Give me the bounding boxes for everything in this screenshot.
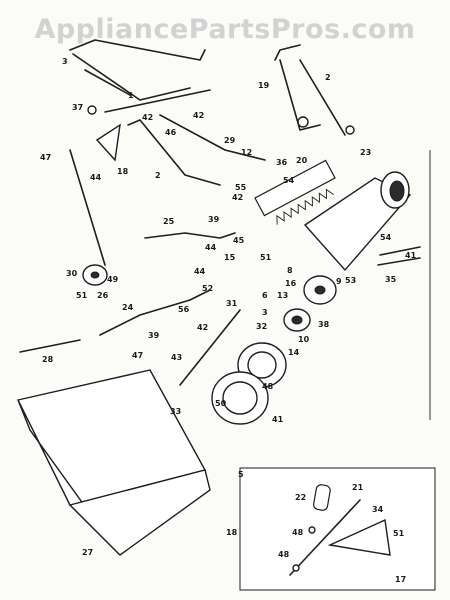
- label-10: 10: [298, 335, 310, 344]
- rod-28: [19, 339, 81, 353]
- label-33: 33: [170, 407, 181, 416]
- label-48b: 48: [292, 528, 304, 537]
- bracket-54: [379, 246, 421, 256]
- label-16: 16: [285, 279, 297, 288]
- label-20: 20: [296, 156, 308, 165]
- label-8: 8: [287, 266, 293, 275]
- label-19: 19: [258, 81, 270, 90]
- label-32: 32: [256, 322, 267, 331]
- label-48c: 48: [278, 550, 290, 559]
- label-52: 52: [202, 284, 213, 293]
- label-25: 25: [163, 217, 175, 226]
- label-35: 35: [385, 275, 397, 284]
- label-15: 15: [224, 253, 236, 262]
- label-3b: 3: [262, 308, 268, 317]
- label-24: 24: [122, 303, 134, 312]
- label-53: 53: [345, 276, 356, 285]
- label-37: 37: [72, 103, 83, 112]
- rod-31: [179, 309, 241, 386]
- label-14: 14: [288, 348, 300, 357]
- lower-handle-18: [69, 149, 106, 266]
- label-13: 13: [277, 291, 288, 300]
- label-3: 3: [62, 57, 68, 66]
- label-42: 42: [142, 113, 153, 122]
- upper-handle-left: [69, 39, 206, 101]
- wheels: [211, 342, 287, 425]
- label-48: 48: [262, 382, 274, 391]
- brush-20: [254, 159, 336, 225]
- label-5: 5: [238, 470, 244, 479]
- label-44b: 44: [205, 243, 217, 252]
- wheel-hub-assembly: [283, 275, 337, 332]
- label-9: 9: [336, 277, 342, 286]
- label-39b: 39: [208, 215, 220, 224]
- label-44: 44: [90, 173, 102, 182]
- label-2: 2: [325, 73, 331, 82]
- label-31: 31: [226, 299, 238, 308]
- label-42b: 42: [193, 111, 204, 120]
- label-42c: 42: [232, 193, 243, 202]
- label-17: 17: [395, 575, 406, 584]
- label-45: 45: [233, 236, 245, 245]
- label-29: 29: [224, 136, 236, 145]
- label-51: 51: [76, 291, 88, 300]
- label-34: 34: [372, 505, 384, 514]
- label-38: 38: [318, 320, 330, 329]
- label-26: 26: [97, 291, 109, 300]
- label-44c: 44: [194, 267, 206, 276]
- label-18: 18: [117, 167, 129, 176]
- label-41: 41: [272, 415, 284, 424]
- reel-housing-23: [303, 171, 412, 272]
- label-42d: 42: [197, 323, 208, 332]
- inset-detail-box: [239, 467, 436, 591]
- label-54: 54: [283, 176, 295, 185]
- label-49: 49: [107, 275, 119, 284]
- handle-brace: [104, 89, 211, 113]
- label-6: 6: [262, 291, 268, 300]
- nut-37: [87, 105, 97, 115]
- label-43: 43: [171, 353, 182, 362]
- label-46: 46: [165, 128, 177, 137]
- grass-catcher-27: [16, 369, 211, 556]
- label-51b: 51: [260, 253, 272, 262]
- handle-29: [159, 114, 266, 161]
- axle-25: [144, 232, 236, 239]
- label-1: 1: [128, 91, 134, 100]
- lower-handle-2: [127, 119, 221, 186]
- label-51c: 51: [393, 529, 405, 538]
- label-54b: 54: [380, 233, 392, 242]
- label-18b: 18: [226, 528, 238, 537]
- label-12: 12: [241, 148, 252, 157]
- label-23: 23: [360, 148, 371, 157]
- label-47: 47: [40, 153, 51, 162]
- label-50: 50: [215, 399, 227, 408]
- label-41b: 41: [405, 251, 417, 260]
- label-39: 39: [148, 331, 160, 340]
- label-36: 36: [276, 158, 288, 167]
- rod-24: [99, 289, 211, 336]
- label-22: 22: [295, 493, 306, 502]
- bracket-16: [95, 123, 121, 162]
- label-27: 27: [82, 548, 93, 557]
- label-47b: 47: [132, 351, 143, 360]
- label-21: 21: [352, 483, 364, 492]
- label-2b: 2: [155, 171, 161, 180]
- label-55: 55: [235, 183, 247, 192]
- label-28: 28: [42, 355, 54, 364]
- part-labels: 1 2 2 3 3 5 6 8 9 10 12 13 14 15 16 17 1…: [40, 57, 417, 584]
- label-30: 30: [66, 269, 78, 278]
- upper-handle-right: [274, 44, 355, 136]
- label-56: 56: [178, 305, 190, 314]
